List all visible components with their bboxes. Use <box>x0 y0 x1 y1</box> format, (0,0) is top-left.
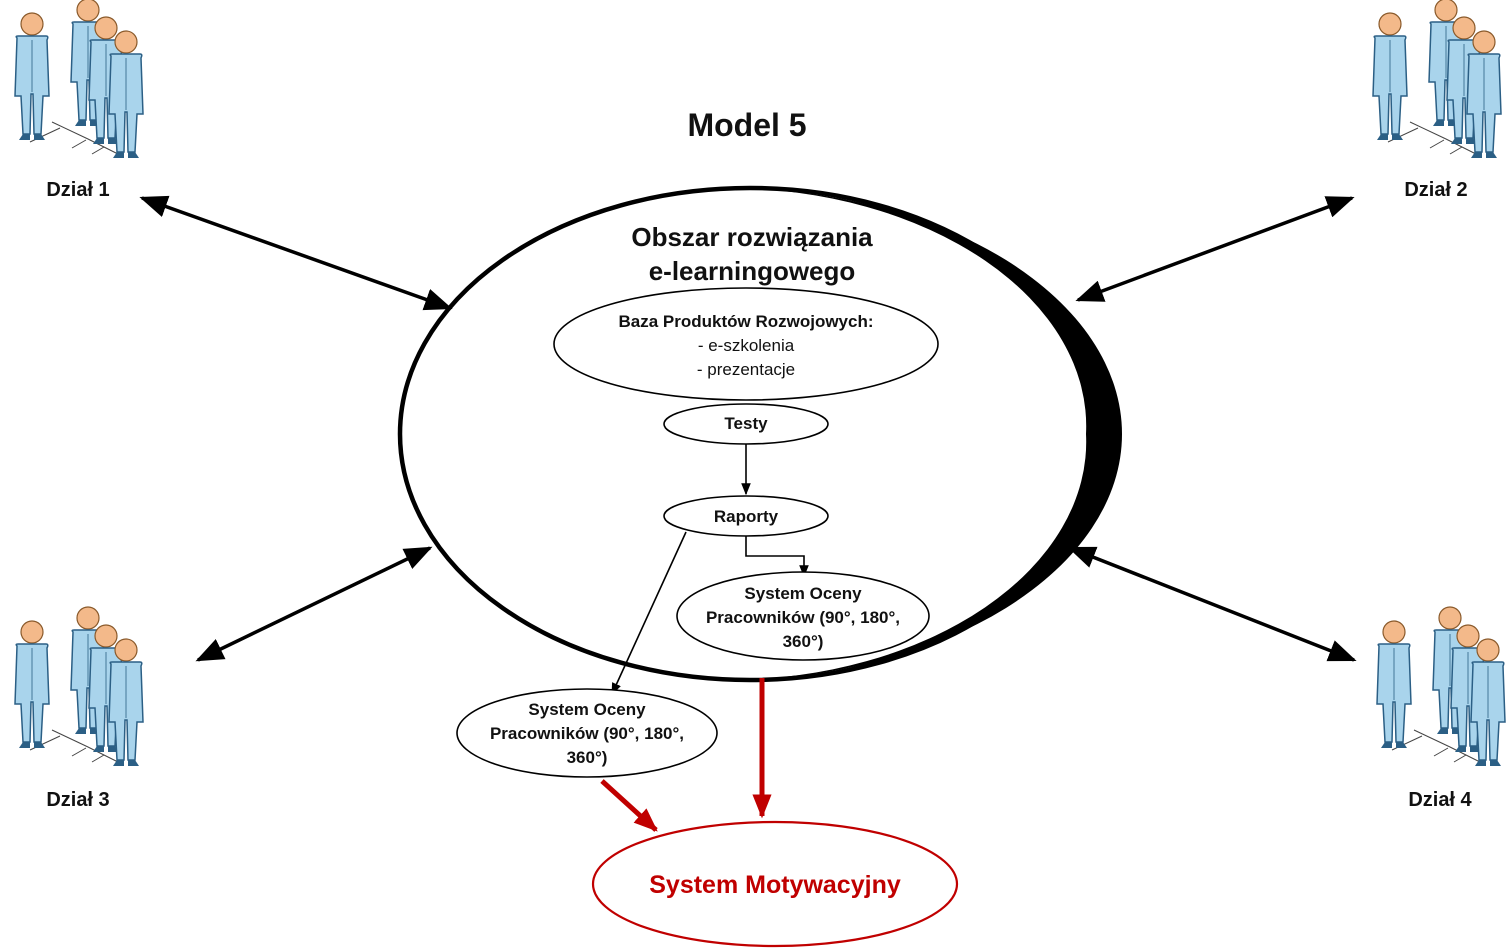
node-system-motywacyjny: System Motywacyjny <box>591 820 959 948</box>
arrow-dzial-4 <box>1067 546 1357 662</box>
node-system-oceny-outer: System Oceny Pracowników (90°, 180°, 360… <box>456 688 718 778</box>
arrow-dzial-3 <box>195 546 433 662</box>
dept-label-dzial-2: Dział 2 <box>1404 179 1467 201</box>
baza-item-e-szkolenia: - e-szkolenia <box>698 336 795 355</box>
ocena-inner-line-1: System Oceny <box>744 584 862 603</box>
node-baza-produktow: Baza Produktów Rozwojowych: - e-szkoleni… <box>553 287 939 401</box>
main-area-title-line-2: e-learningowego <box>649 256 856 286</box>
ocena-inner-line-3: 360°) <box>783 632 824 651</box>
arrow-dzial-2 <box>1075 196 1355 302</box>
node-raporty: Raporty <box>663 495 829 537</box>
node-testy: Testy <box>663 403 829 445</box>
arrow-raporty-ocena-inner <box>745 536 809 578</box>
main-area-title-line-1: Obszar rozwiązania <box>631 222 873 252</box>
baza-item-prezentacje: - prezentacje <box>697 360 795 379</box>
testy-label: Testy <box>724 414 768 433</box>
ocena-outer-line-2: Pracowników (90°, 180°, <box>490 724 684 743</box>
raporty-label: Raporty <box>714 507 779 526</box>
ocena-inner-line-2: Pracowników (90°, 180°, <box>706 608 900 627</box>
people-group-dzial-1 <box>15 0 143 158</box>
baza-title: Baza Produktów Rozwojowych: <box>618 312 873 331</box>
ocena-outer-line-3: 360°) <box>567 748 608 767</box>
people-group-dzial-2 <box>1373 0 1501 158</box>
arrow-dzial-1 <box>139 195 453 311</box>
people-group-dzial-4 <box>1377 607 1505 766</box>
diagram-title: Model 5 <box>687 107 806 143</box>
ocena-outer-line-1: System Oceny <box>528 700 646 719</box>
arrow-raporty-ocena-outer <box>611 531 687 696</box>
main-area-ellipse <box>397 185 1122 683</box>
people-group-dzial-3 <box>15 607 143 766</box>
dept-label-dzial-1: Dział 1 <box>46 179 109 201</box>
node-system-oceny-inner: System Oceny Pracowników (90°, 180°, 360… <box>676 571 930 661</box>
arrow-ocena-outer-motywacja <box>600 779 658 832</box>
motywacja-label: System Motywacyjny <box>649 871 901 899</box>
dept-label-dzial-3: Dział 3 <box>46 789 109 811</box>
dept-label-dzial-4: Dział 4 <box>1408 789 1472 811</box>
